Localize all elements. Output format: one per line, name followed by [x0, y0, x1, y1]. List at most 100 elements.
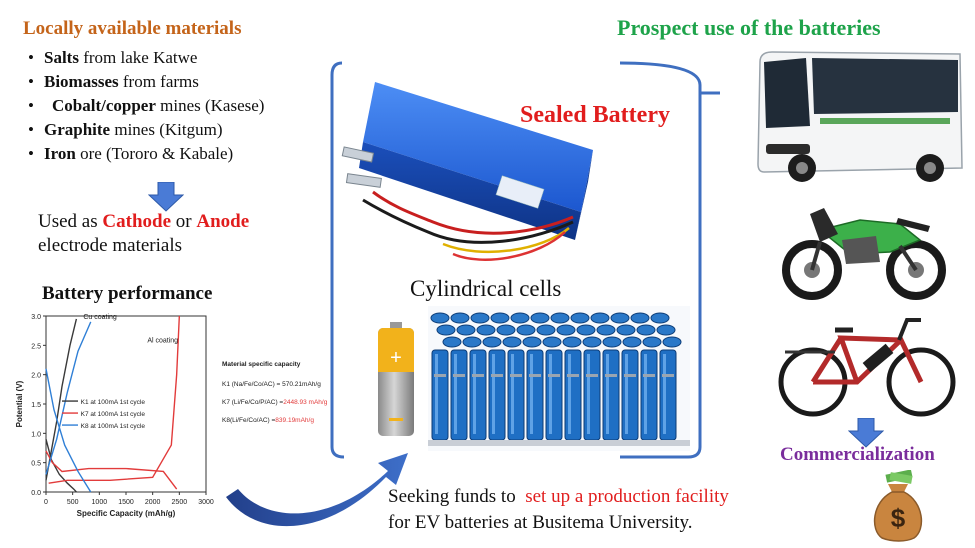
cell-highlight	[530, 354, 533, 434]
cell-top	[636, 324, 656, 336]
cell-highlight	[606, 354, 609, 434]
cell-body	[469, 349, 487, 441]
y-tick-label: 1.0	[31, 431, 41, 438]
cell-highlight	[435, 354, 438, 434]
x-tick-label: 2000	[145, 499, 161, 506]
cell-top	[642, 336, 662, 348]
cell-top	[436, 324, 456, 336]
capacity-title: Material specific capacity	[222, 361, 301, 368]
capacity-line: K8(Li/Fe/Co/AC) =839.19mAh/g	[222, 417, 314, 424]
cell-top	[476, 324, 496, 336]
production-facility-text: set up a production facility	[525, 486, 729, 507]
cell-top	[562, 336, 582, 348]
cell-strip	[453, 374, 465, 377]
cell-body	[545, 349, 563, 441]
single-cell-image: +	[378, 322, 414, 436]
cell-top	[510, 312, 530, 324]
bracket-frame	[330, 61, 720, 459]
item-bold: Cobalt/copper	[52, 96, 156, 115]
cell-top	[576, 324, 596, 336]
y-tick-label: 2.0	[31, 373, 41, 380]
cell-highlight	[568, 354, 571, 434]
dollar-symbol: $	[891, 503, 906, 533]
prospect-heading: Prospect use of the batteries	[617, 15, 881, 40]
y-tick-label: 2.5	[31, 343, 41, 350]
capacity-line: K1 (Na/Fe/Co/AC) = 570.21mAh/g	[222, 381, 321, 388]
cell-top	[542, 336, 562, 348]
y-tick-label: 3.0	[31, 314, 41, 321]
cell-body	[431, 349, 449, 441]
x-tick-label: 1000	[92, 499, 108, 506]
cell-body	[621, 349, 639, 441]
money-bag-icon: $	[873, 470, 923, 542]
cell-top	[456, 324, 476, 336]
cell-strip	[548, 374, 560, 377]
y-axis-label: Potential (V)	[15, 380, 24, 427]
cell-body	[507, 349, 525, 441]
cell-highlight	[549, 354, 552, 434]
cell-top	[496, 324, 516, 336]
annotation-al: Al coating	[147, 337, 178, 344]
cell-strip	[662, 374, 674, 377]
item-bold: Biomasses	[44, 72, 119, 91]
cell-base	[428, 440, 690, 446]
legend-label: K8 at 100mA 1st cycle	[81, 423, 146, 430]
battery-pack-image	[341, 82, 593, 261]
capacity-value: 2448.93 mAh/g	[283, 399, 327, 406]
cell-top	[602, 336, 622, 348]
cathode-label: Cathode	[102, 211, 172, 232]
cell-top	[462, 336, 482, 348]
or-text: or	[175, 211, 192, 232]
materials-heading: Locally available materials	[23, 18, 242, 39]
cell-body	[583, 349, 601, 441]
cell-top	[630, 312, 650, 324]
down-arrow-icon	[848, 418, 884, 448]
cell-body	[564, 349, 582, 441]
cell-top	[550, 312, 570, 324]
cell-top	[622, 336, 642, 348]
e-bicycle-image	[778, 318, 956, 417]
cell-top	[656, 324, 676, 336]
cylindrical-cells-label: Cylindrical cells	[410, 276, 562, 301]
item-bold: Iron	[44, 144, 76, 163]
cell-top	[490, 312, 510, 324]
cell-body	[488, 349, 506, 441]
cell-highlight	[511, 354, 514, 434]
legend-label: K1 at 100mA 1st cycle	[81, 399, 146, 406]
commercialization-label: Commercialization	[780, 444, 935, 465]
y-tick-label: 0.0	[31, 490, 41, 497]
list-item: Graphite mines (Kitgum)	[22, 118, 342, 142]
cell-strip	[643, 374, 655, 377]
item-text: mines (Kasese)	[155, 96, 265, 115]
capacity-value: 839.19mAh/g	[275, 417, 314, 424]
cell-top	[470, 312, 490, 324]
cell-top	[536, 324, 556, 336]
y-tick-label: 1.5	[31, 402, 41, 409]
list-item: Salts from lake Katwe	[22, 46, 342, 70]
cell-top	[502, 336, 522, 348]
cell-highlight	[454, 354, 457, 434]
list-item: Cobalt/copper mines (Kasese)	[22, 94, 342, 118]
cell-top	[650, 312, 670, 324]
down-arrow-icon	[148, 182, 184, 212]
cell-top	[530, 312, 550, 324]
cell-top	[616, 324, 636, 336]
capacity-prefix: K7 (Li/Fe/Co/P/AC) =	[222, 399, 283, 406]
cell-body	[640, 349, 658, 441]
cell-highlight	[587, 354, 590, 434]
list-item: Biomasses from farms	[22, 70, 342, 94]
cell-strip	[605, 374, 617, 377]
cell-strip	[491, 374, 503, 377]
y-tick-label: 0.5	[31, 461, 41, 468]
cell-top	[570, 312, 590, 324]
anode-label: Anode	[196, 211, 250, 232]
cell-strip	[434, 374, 446, 377]
svg-text:+: +	[390, 347, 402, 369]
cell-top	[516, 324, 536, 336]
cell-strip	[586, 374, 598, 377]
series-line	[48, 315, 181, 484]
item-bold: Salts	[44, 48, 79, 67]
x-tick-label: 3000	[198, 499, 214, 506]
cell-top	[450, 312, 470, 324]
cell-top	[582, 336, 602, 348]
